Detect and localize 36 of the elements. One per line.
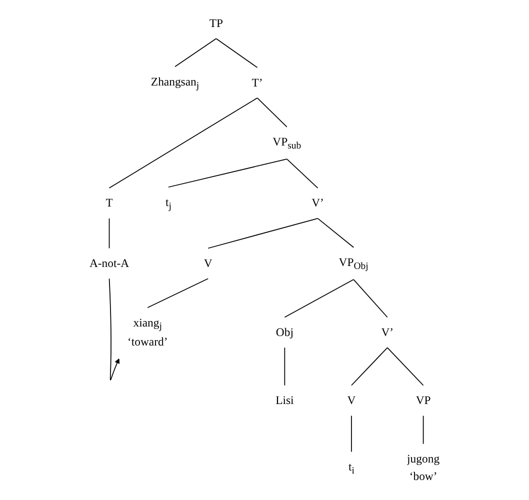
connector (284, 279, 354, 318)
connector (286, 158, 318, 188)
node-text: VP (416, 394, 431, 408)
node-text: V’ (312, 196, 324, 210)
node-text: xiang$_{j}$ ‘toward’ (127, 316, 168, 349)
arrow (108, 278, 120, 380)
connector (168, 158, 288, 188)
connector (386, 347, 424, 386)
connector (108, 98, 258, 188)
node-text: Obj (276, 326, 294, 339)
node-text: Zhangsan$_{j}$ (150, 75, 200, 91)
node-text: VP$_{Obj}$ (338, 256, 368, 272)
connector (422, 415, 424, 444)
connector (351, 347, 388, 386)
node-text: V (347, 394, 356, 408)
connector (147, 278, 209, 308)
node-text: jugong ‘bow’ (407, 452, 440, 484)
node-text: T (106, 196, 113, 210)
node-text: T’ (252, 76, 263, 90)
connector (108, 218, 110, 249)
connector (317, 218, 354, 248)
connector (284, 347, 286, 386)
connector (353, 279, 388, 318)
connector (351, 415, 352, 452)
node-text: V’ (381, 326, 394, 339)
connector (216, 38, 258, 68)
node-text: TP (209, 16, 223, 30)
connector (208, 218, 318, 249)
node-text: A-not-A (89, 257, 130, 270)
node-text: VP$_{sub}$ (272, 136, 302, 151)
node-text: t$_{i}$ (348, 460, 354, 476)
node-text: t$_{j}$ (165, 196, 172, 212)
node-text: V (204, 257, 212, 270)
node-text: Lisi (276, 394, 294, 408)
connector (174, 38, 217, 68)
connector (256, 98, 288, 128)
